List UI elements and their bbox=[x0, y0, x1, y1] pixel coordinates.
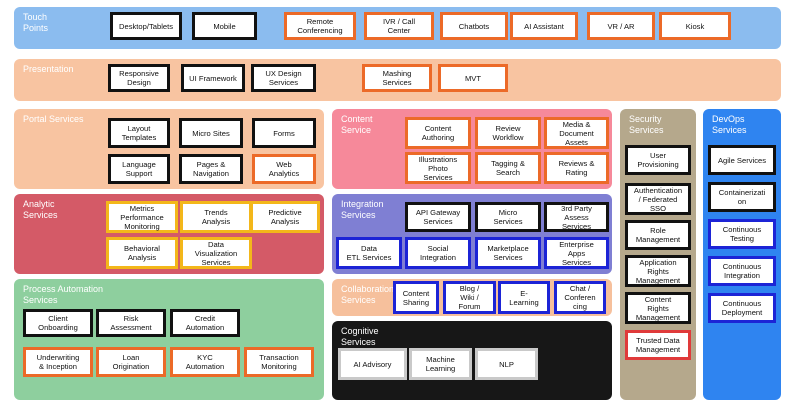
process-loan-origination[interactable]: Loan Origination bbox=[96, 347, 166, 377]
process-risk-assessment[interactable]: Risk Assessment bbox=[96, 309, 166, 337]
integration-marketplace[interactable]: Marketplace Services bbox=[475, 237, 541, 269]
cognitive-nlp[interactable]: NLP bbox=[475, 348, 538, 380]
collaboration-e-learning[interactable]: E- Learning bbox=[498, 281, 550, 314]
presentation-mvt[interactable]: MVT bbox=[438, 64, 508, 92]
process-automation-panel: Process Automation Services Client Onboa… bbox=[14, 279, 324, 400]
touch-point-chatbots[interactable]: Chatbots bbox=[440, 12, 508, 40]
section-title: Presentation bbox=[23, 64, 74, 74]
content-illustrations-photo[interactable]: Illustrations Photo Services bbox=[405, 152, 471, 184]
security-role-management[interactable]: Role Management bbox=[625, 220, 691, 250]
portal-forms[interactable]: Forms bbox=[252, 118, 316, 148]
touch-point-remote-conferencing[interactable]: Remote Conferencing bbox=[284, 12, 356, 40]
section-title: Collaboration Services bbox=[341, 284, 395, 305]
analytic-metrics-monitoring[interactable]: Metrics Performance Monitoring bbox=[106, 201, 178, 233]
section-title: Cognitive Services bbox=[341, 326, 379, 347]
devops-continuous-integration[interactable]: Continuous Integration bbox=[708, 256, 776, 286]
process-transaction-monitoring[interactable]: Transaction Monitoring bbox=[244, 347, 314, 377]
touch-point-ivr-call-center[interactable]: IVR / Call Center bbox=[364, 12, 434, 40]
content-reviews-rating[interactable]: Reviews & Rating bbox=[544, 152, 609, 184]
content-media-document-assets[interactable]: Media & Document Assets bbox=[544, 117, 609, 149]
touch-point-desktop-tablets[interactable]: Desktop/Tablets bbox=[110, 12, 182, 40]
devops-services-panel: DevOps Services Agile Services Container… bbox=[703, 109, 781, 400]
collaboration-content-sharing[interactable]: Content Sharing bbox=[393, 281, 439, 314]
devops-continuous-deployment[interactable]: Continuous Deployment bbox=[708, 293, 776, 323]
integration-data-etl[interactable]: Data ETL Services bbox=[336, 237, 402, 269]
security-trusted-data[interactable]: Trusted Data Management bbox=[625, 330, 691, 360]
section-title: Analytic Services bbox=[23, 199, 58, 220]
analytic-predictive-analysis[interactable]: Predictive Analysis bbox=[250, 201, 320, 233]
section-title: Portal Services bbox=[23, 114, 84, 124]
analytic-data-visualization[interactable]: Data Visualization Services bbox=[180, 237, 252, 269]
analytic-behavioral-analysis[interactable]: Behavioral Analysis bbox=[106, 237, 178, 269]
devops-containerization[interactable]: Containerizati on bbox=[708, 182, 776, 212]
collaboration-chat-conferencing[interactable]: Chat / Conferen cing bbox=[554, 281, 606, 314]
integration-third-party-assess[interactable]: 3rd Party Assess Services bbox=[544, 202, 609, 232]
devops-agile-services[interactable]: Agile Services bbox=[708, 145, 776, 175]
section-title: Content Service bbox=[341, 114, 373, 135]
cognitive-ai-advisory[interactable]: AI Advisory bbox=[338, 348, 407, 380]
process-client-onboarding[interactable]: Client Onboarding bbox=[23, 309, 93, 337]
integration-api-gateway[interactable]: API Gateway Services bbox=[405, 202, 471, 232]
cognitive-machine-learning[interactable]: Machine Learning bbox=[409, 348, 472, 380]
security-application-rights[interactable]: Application Rights Management bbox=[625, 255, 691, 287]
portal-services-panel: Portal Services Layout Templates Micro S… bbox=[14, 109, 324, 189]
integration-micro-services[interactable]: Micro Services bbox=[475, 202, 541, 232]
touch-point-ai-assistant[interactable]: AI Assistant bbox=[510, 12, 578, 40]
integration-services-panel: Integration Services API Gateway Service… bbox=[332, 194, 612, 274]
presentation-mashing-services[interactable]: Mashing Services bbox=[362, 64, 432, 92]
portal-pages-navigation[interactable]: Pages & Navigation bbox=[179, 154, 243, 184]
devops-continuous-testing[interactable]: Continuous Testing bbox=[708, 219, 776, 249]
section-title: DevOps Services bbox=[712, 114, 747, 135]
integration-social[interactable]: Social Integration bbox=[405, 237, 471, 269]
section-title: Security Services bbox=[629, 114, 664, 135]
section-title: Touch Points bbox=[23, 12, 49, 33]
analytic-services-panel: Analytic Services Metrics Performance Mo… bbox=[14, 194, 324, 274]
portal-layout-templates[interactable]: Layout Templates bbox=[108, 118, 170, 148]
content-review-workflow[interactable]: Review Workflow bbox=[475, 117, 541, 149]
analytic-trends-analysis[interactable]: Trends Analysis bbox=[180, 201, 252, 233]
portal-language-support[interactable]: Language Support bbox=[108, 154, 170, 184]
process-credit-automation[interactable]: Credit Automation bbox=[170, 309, 240, 337]
touch-point-vr-ar[interactable]: VR / AR bbox=[587, 12, 655, 40]
portal-web-analytics[interactable]: Web Analytics bbox=[252, 154, 316, 184]
content-authoring[interactable]: Content Authoring bbox=[405, 117, 471, 149]
touch-point-mobile[interactable]: Mobile bbox=[192, 12, 257, 40]
cognitive-services-panel: Cognitive Services AI Advisory Machine L… bbox=[332, 321, 612, 400]
security-services-panel: Security Services User Provisioning Auth… bbox=[620, 109, 696, 400]
presentation-responsive-design[interactable]: Responsive Design bbox=[108, 64, 170, 92]
presentation-ui-framework[interactable]: UI Framework bbox=[181, 64, 245, 92]
content-tagging-search[interactable]: Tagging & Search bbox=[475, 152, 541, 184]
touch-point-kiosk[interactable]: Kiosk bbox=[659, 12, 731, 40]
process-underwriting-inception[interactable]: Underwriting & Inception bbox=[23, 347, 93, 377]
touch-points-panel: Touch Points Desktop/Tablets Mobile Remo… bbox=[14, 7, 781, 49]
section-title: Integration Services bbox=[341, 199, 384, 220]
portal-micro-sites[interactable]: Micro Sites bbox=[179, 118, 243, 148]
security-user-provisioning[interactable]: User Provisioning bbox=[625, 145, 691, 175]
security-authentication-sso[interactable]: Authentication / Federated SSO bbox=[625, 183, 691, 215]
collaboration-services-panel: Collaboration Services Content Sharing B… bbox=[332, 279, 612, 316]
presentation-panel: Presentation Responsive Design UI Framew… bbox=[14, 59, 781, 101]
security-content-rights[interactable]: Content Rights Management bbox=[625, 292, 691, 324]
process-kyc-automation[interactable]: KYC Automation bbox=[170, 347, 240, 377]
integration-enterprise-apps[interactable]: Enterprise Apps Services bbox=[544, 237, 609, 269]
presentation-ux-design-services[interactable]: UX Design Services bbox=[251, 64, 316, 92]
content-service-panel: Content Service Content Authoring Review… bbox=[332, 109, 612, 189]
section-title: Process Automation Services bbox=[23, 284, 104, 305]
collaboration-blog-wiki-forum[interactable]: Blog / Wiki / Forum bbox=[443, 281, 496, 314]
